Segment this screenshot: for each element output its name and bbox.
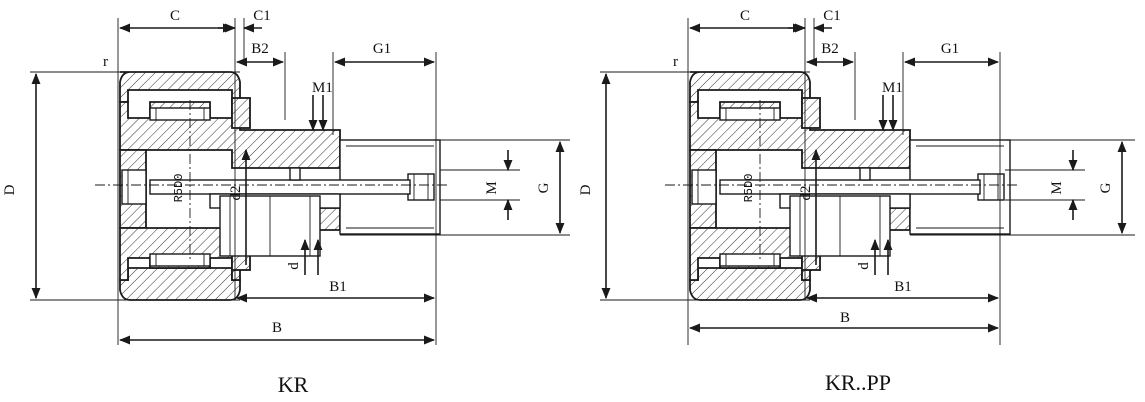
dim-d-bore: d — [286, 262, 302, 270]
caption-kr: KR — [278, 372, 309, 397]
dim-b1: B1 — [329, 279, 347, 295]
dim-d-outer-2: D — [578, 184, 594, 195]
dim-d-bore-2: d — [856, 262, 872, 270]
dim-c: C — [170, 8, 180, 24]
dim-c-2: C — [740, 8, 750, 24]
dim-c1: C1 — [253, 8, 271, 24]
dim-d2-2: d2 — [798, 186, 814, 201]
dim-g1: G1 — [373, 41, 391, 57]
dim-b: B — [272, 320, 282, 336]
dim-g1-2: G1 — [941, 41, 959, 57]
dim-r: r — [103, 54, 108, 70]
caption-kr-pp: KR..PP — [825, 370, 891, 395]
dim-d2: d2 — [228, 186, 244, 201]
figure-kr: C C1 B2 G1 r M1 D R5D0 d2 d M G B1 B KR — [2, 8, 570, 397]
dim-m1: M1 — [312, 80, 333, 96]
dim-m1-2: M1 — [882, 80, 903, 96]
bearing-section-kr — [119, 71, 441, 301]
label-r5d0-2: R5D0 — [742, 174, 756, 203]
dim-m: M — [484, 181, 500, 194]
dim-b1-2: B1 — [894, 279, 912, 295]
bearing-section-kr-pp — [689, 71, 1011, 301]
dim-c1-2: C1 — [823, 8, 841, 24]
dim-r-2: r — [673, 54, 678, 70]
dim-b-2: B — [840, 310, 850, 326]
dim-d-outer: D — [2, 184, 18, 195]
dim-m-2: M — [1049, 181, 1065, 194]
dim-b2: B2 — [251, 41, 269, 57]
figure-kr-pp: C C1 B2 G1 r M1 D R5D0 d2 d M G B1 B KR.… — [578, 8, 1135, 395]
label-r5d0: R5D0 — [172, 174, 186, 203]
dim-g-2: G — [1098, 182, 1114, 193]
dim-g: G — [536, 182, 552, 193]
dim-b2-2: B2 — [821, 41, 839, 57]
